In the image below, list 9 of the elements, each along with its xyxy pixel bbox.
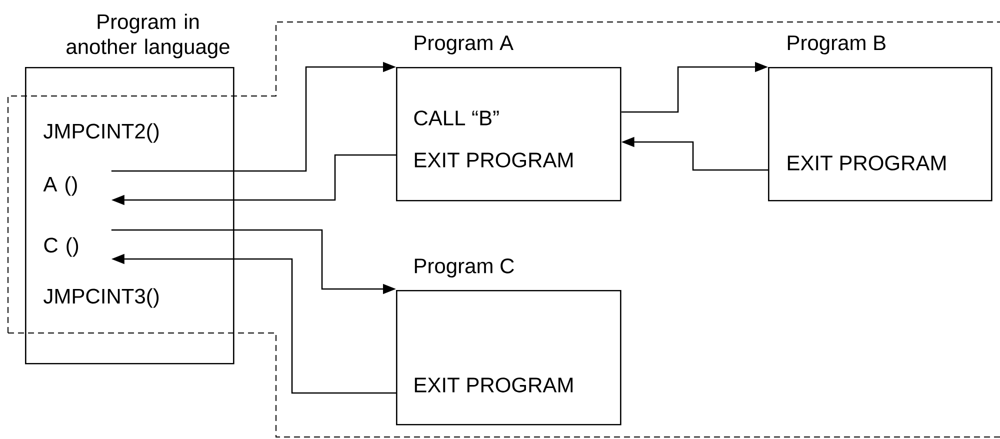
node-label: Program in another language [66,14,230,58]
node-label: Program A [414,36,514,54]
node-label: Program B [788,36,886,54]
function-label: C () [44,237,78,257]
program-box: Program C EXIT PROGRAM [396,258,622,426]
program-box: Program B EXIT PROGRAM [768,36,992,202]
node-label: Program C [414,258,514,278]
program-box: Program A CALL “B” EXIT PROGRAM [396,36,622,202]
function-label: A () [43,176,77,196]
